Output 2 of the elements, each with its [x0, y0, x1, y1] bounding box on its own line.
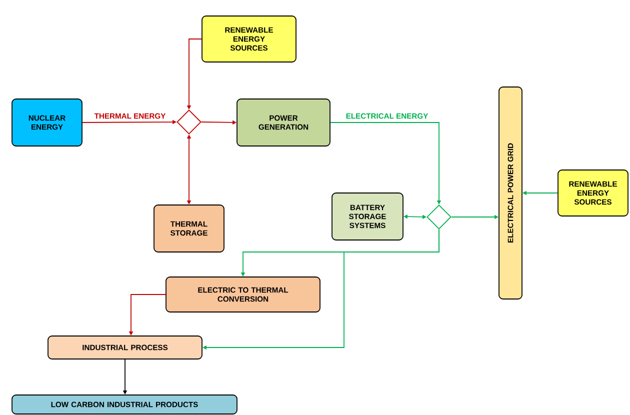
junction-diamond: [426, 204, 452, 230]
junction-diamond: [176, 110, 202, 134]
